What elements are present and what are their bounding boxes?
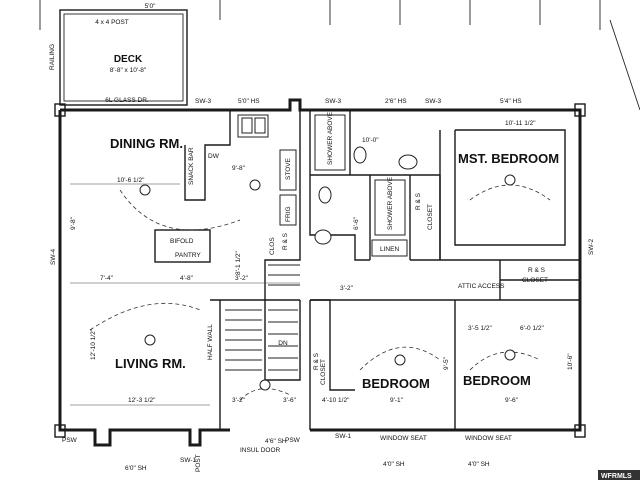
dim-11: 3'-2" <box>340 285 354 292</box>
post-label: 4 x 4 POST <box>95 19 129 26</box>
closet-small-label: CLOS <box>269 237 276 255</box>
window-bot-3: 4'0" SH <box>468 461 490 468</box>
post-2-label: POST <box>195 454 202 472</box>
window-labels: 5'0" HS 2'6" HS 5'4" HS 6'0" SH 4'0" SH … <box>125 98 522 472</box>
wall-sw1-bot: SW-1 <box>180 457 197 464</box>
room-master: MST. BEDROOM <box>458 151 559 166</box>
rs-label-1: R & S <box>282 232 289 250</box>
dim-7: 4'-10 1/2" <box>322 397 350 404</box>
dim-4: 3'-2" <box>232 397 246 404</box>
dim-bed1-height: 9'-5" <box>443 356 450 370</box>
linen-label: LINEN <box>380 246 399 253</box>
dim-6: 3'-5 1/2" <box>468 325 492 332</box>
room-living: LIVING RM. <box>115 356 186 371</box>
master-closet-label: CLOSET <box>427 204 434 230</box>
dim-bed1-width: 9'-1" <box>390 397 404 404</box>
window-seat-1-label: WINDOW SEAT <box>380 435 427 442</box>
pantry-label: PANTRY <box>175 252 201 259</box>
room-bedroom-2: BEDROOM <box>463 373 531 388</box>
wall-sw3-right: SW-3 <box>325 98 342 105</box>
window-seat-2-label: WINDOW SEAT <box>465 435 512 442</box>
attic-access-label: ATTIC ACCESS <box>458 283 505 290</box>
dim-12: 9'-8" <box>70 216 77 230</box>
dim-living-width: 12'-3 1/2" <box>128 397 156 404</box>
insul-door-label: INSUL DOOR <box>240 447 281 454</box>
watermark: WFRMLS <box>601 473 632 480</box>
window-top-1: 5'0" HS <box>238 98 260 105</box>
window-bot-1: 6'0" SH <box>125 465 147 472</box>
exterior-walls <box>54 98 586 447</box>
deck: DECK 8'-8" x 10'-8" 4 x 4 POST RAILING 6… <box>49 3 188 106</box>
wall-sw3-far: SW-3 <box>425 98 442 105</box>
deck-window-label: 5'0" <box>145 3 156 10</box>
feature-labels: SNACK BAR DW STOVE FRIG SHOWER ABOVE SHO… <box>170 111 548 472</box>
half-wall-label: HALF WALL <box>207 324 214 360</box>
window-bot-2: 4'0" SH <box>383 461 405 468</box>
dim-bed2-width: 9'-6" <box>505 397 519 404</box>
room-labels: DINING RM. LIVING RM. MST. BEDROOM BEDRO… <box>110 136 559 391</box>
dishwasher-label: DW <box>208 153 220 160</box>
shower-above-2-label: SHOWER ABOVE <box>387 176 394 230</box>
dim-bed2-top: 6'-0 1/2" <box>520 325 544 332</box>
room-bedroom-1: BEDROOM <box>362 376 430 391</box>
stair-down-label: DN <box>278 340 288 347</box>
wall-sw1-right: SW-1 <box>335 433 352 440</box>
wall-sw2: SW-2 <box>588 238 595 255</box>
dim-8: 10'-0" <box>362 137 379 144</box>
dim-kitchen-width: 9'-8" <box>232 165 246 172</box>
swing-arcs <box>89 184 551 401</box>
wall-psw-right: PSW <box>285 437 301 444</box>
wall-sw3-top: SW-3 <box>195 98 212 105</box>
glass-door-label: 6L GLASS DR. <box>105 97 149 104</box>
light-fixtures <box>139 174 516 391</box>
dim-bed2-height: 10'-6" <box>567 353 574 370</box>
frig-label: FRIG <box>285 206 292 222</box>
shower-above-label: SHOWER ABOVE <box>327 111 334 165</box>
dim-dining-width: 10'-6 1/2" <box>117 177 145 184</box>
wall-sw4: SW-4 <box>50 248 57 265</box>
rs-label-3: R & S <box>528 267 546 274</box>
stairs: DN <box>225 264 300 371</box>
wall-psw-left: PSW <box>62 437 78 444</box>
site-lines <box>39 0 640 111</box>
dim-9: 8'-1 1/2" <box>235 251 242 275</box>
room-dining: DINING RM. <box>110 136 183 151</box>
snack-bar-label: SNACK BAR <box>188 147 195 185</box>
dim-1: 7'-4" <box>100 275 114 282</box>
bath-fixtures <box>314 114 418 257</box>
dim-5: 3'-6" <box>283 397 297 404</box>
deck-label: DECK <box>114 54 143 65</box>
dim-3: 3'-2" <box>235 275 249 282</box>
interior-walls <box>154 110 580 430</box>
dim-living-height: 12'-10 1/2" <box>90 328 97 360</box>
window-top-2: 2'6" HS <box>385 98 407 105</box>
dim-10: 6'-6" <box>353 216 360 230</box>
closet-2-label: CLOSET <box>522 277 548 284</box>
rs-label-2: R & S <box>415 192 422 210</box>
stove-label: STOVE <box>285 157 292 180</box>
rs-label-4: R & S <box>313 352 320 370</box>
window-bot-4: 4'6" SH <box>265 438 287 445</box>
window-top-3: 5'4" HS <box>500 98 522 105</box>
closet-3-label: CLOSET <box>320 359 327 385</box>
dim-master-width: 10'-11 1/2" <box>505 120 536 127</box>
deck-dimension: 8'-8" x 10'-8" <box>110 67 147 74</box>
dimension-labels: 10'-6 1/2" 9'-8" 10'-11 1/2" 12'-3 1/2" … <box>70 120 574 406</box>
railing-label: RAILING <box>49 44 56 70</box>
bifold-label: BIFOLD <box>170 238 194 245</box>
wall-labels: SW-3 SW-3 SW-3 SW-4 SW-2 SW-1 SW-1 PSW P… <box>50 98 595 464</box>
dim-2: 4'-8" <box>180 275 194 282</box>
